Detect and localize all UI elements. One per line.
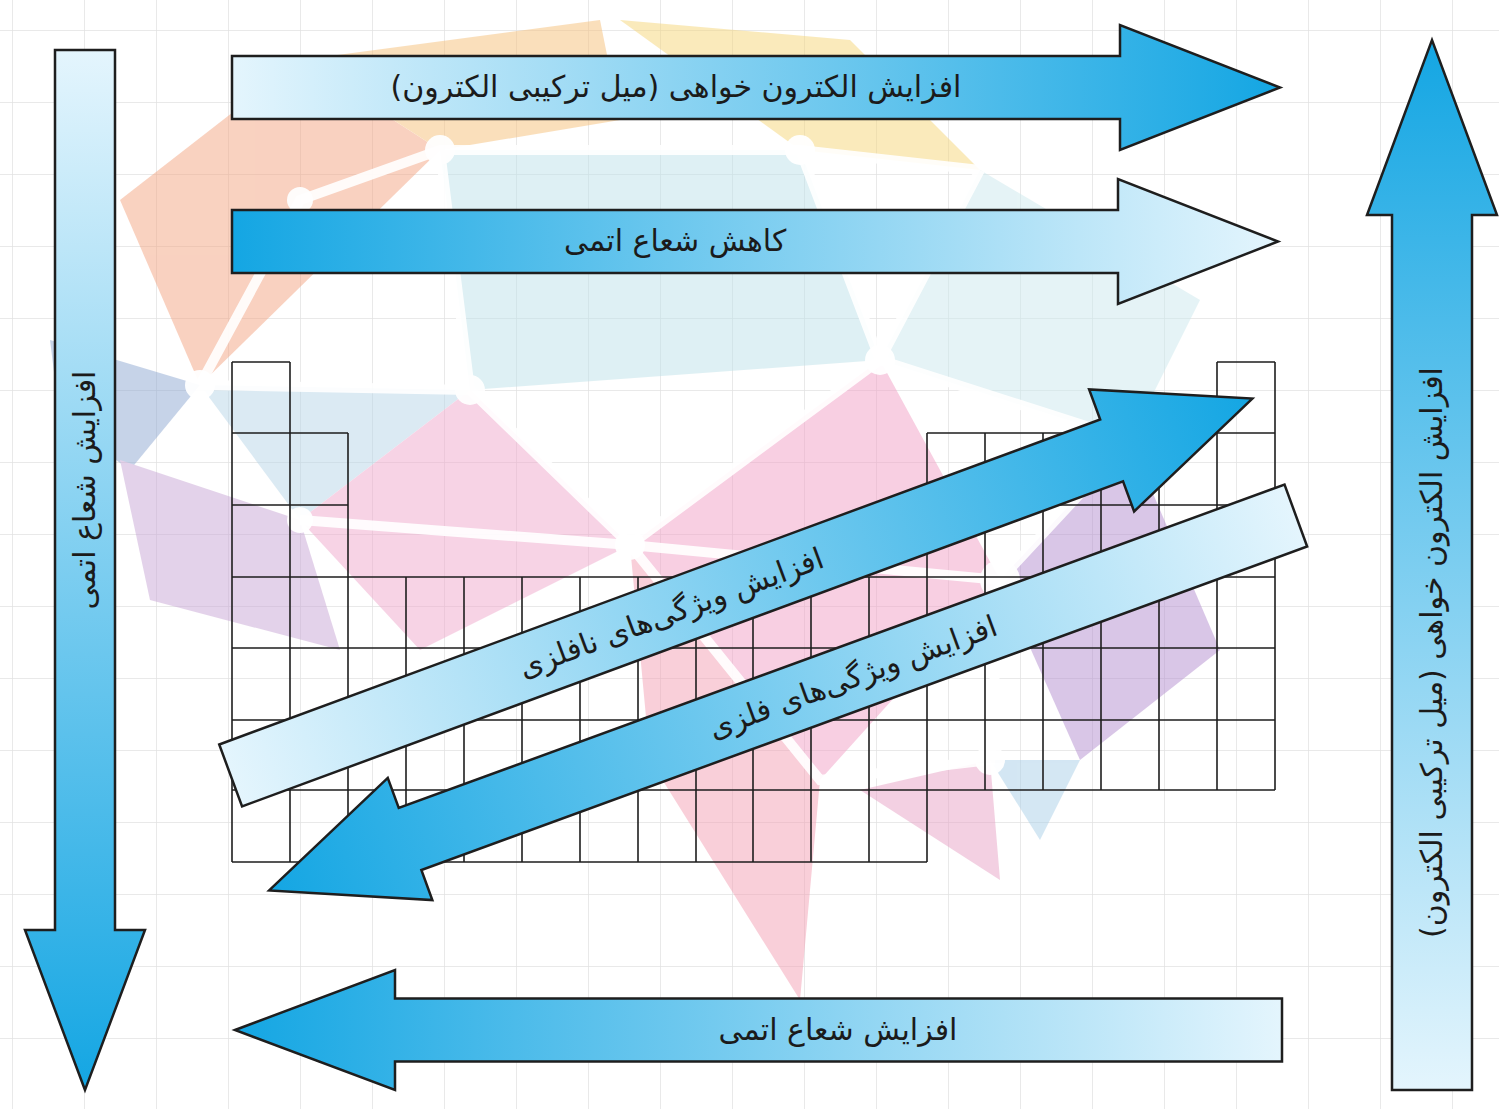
network-dot xyxy=(865,345,895,375)
arrow-outline xyxy=(1367,40,1497,1090)
arrow-outline xyxy=(246,454,1317,951)
arrow-outline xyxy=(232,179,1278,304)
network-dot xyxy=(975,745,1005,775)
trend-arrow: افزایش شعاع اتمی xyxy=(25,50,145,1090)
trend-arrow: افزایش الکترون خواهی (میل ترکیبی الکترون… xyxy=(1367,40,1497,1090)
network-dot xyxy=(425,135,455,165)
network-dot xyxy=(455,375,485,405)
arrow-outline xyxy=(235,970,1282,1090)
network-dot xyxy=(287,507,313,533)
arrow-label: افزایش شعاع اتمی xyxy=(67,371,103,610)
arrow-label: افزایش ویژگی‌های نافلزی xyxy=(513,540,828,685)
arrow-label: افزایش شعاع اتمی xyxy=(719,1012,958,1048)
color-polygon xyxy=(990,760,1080,840)
trend-arrow: افزایش الکترون خواهی (میل ترکیبی الکترون… xyxy=(232,25,1280,150)
network-dot xyxy=(615,530,645,560)
arrow-outline xyxy=(232,25,1280,150)
arrow-label: کاهش شعاع اتمی xyxy=(564,223,786,259)
trend-arrow: افزایش شعاع اتمی xyxy=(235,970,1282,1090)
arrow-label: افزایش ویژگی‌های فلزی xyxy=(703,608,1002,746)
color-polygon xyxy=(120,460,340,650)
network-dot xyxy=(185,370,215,400)
arrow-label: افزایش الکترون خواهی (میل ترکیبی الکترون… xyxy=(1414,367,1450,938)
network-dot xyxy=(785,135,815,165)
arrow-label: افزایش الکترون خواهی (میل ترکیبی الکترون… xyxy=(391,69,962,105)
trend-arrow: کاهش شعاع اتمی xyxy=(232,179,1278,304)
arrow-outline xyxy=(25,50,145,1090)
